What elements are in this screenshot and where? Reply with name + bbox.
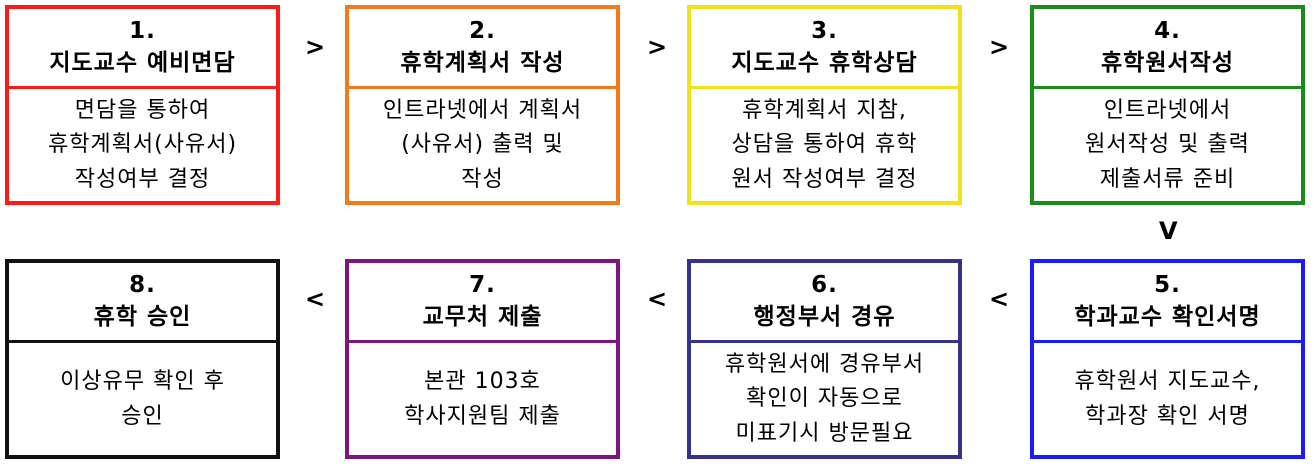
description-line: 확인이 자동으로 (746, 386, 903, 412)
description-line: (사유서) 출력 및 (401, 132, 564, 158)
description-line: 면담을 통하여 (74, 98, 211, 124)
step-7-header: 7. 교무처 제출 (349, 263, 616, 343)
step-number: 7. (469, 272, 496, 299)
step-number: 5. (1154, 272, 1181, 299)
description-line: 휴학계획서(사유서) (47, 132, 238, 158)
step-1: 1. 지도교수 예비면담 면담을 통하여 휴학계획서(사유서) 작성여부 결정 (5, 5, 280, 205)
description-line: 휴학계획서 지참, (742, 98, 907, 124)
description-line: 승인 (121, 403, 164, 429)
arrow-right: > (647, 33, 668, 61)
step-5: 5. 학과교수 확인서명 휴학원서 지도교수, 학과장 확인 서명 (1030, 259, 1305, 459)
step-number: 6. (811, 272, 838, 299)
step-title: 지도교수 휴학상담 (731, 49, 918, 76)
step-5-header: 5. 학과교수 확인서명 (1034, 263, 1301, 343)
step-number: 8. (129, 272, 156, 299)
arrow-right: > (989, 33, 1010, 61)
step-description: 면담을 통하여 휴학계획서(사유서) 작성여부 결정 (9, 89, 276, 202)
step-6-header: 6. 행정부서 경유 (691, 263, 958, 343)
step-3: 3. 지도교수 휴학상담 휴학계획서 지참, 상담을 통하여 휴학 원서 작성여… (687, 5, 962, 205)
step-title: 행정부서 경유 (753, 303, 896, 330)
step-2-header: 2. 휴학계획서 작성 (349, 9, 616, 89)
step-description: 휴학원서 지도교수, 학과장 확인 서명 (1034, 343, 1301, 456)
arrow-down: V (1159, 217, 1178, 245)
step-7: 7. 교무처 제출 본관 103호 학사지원팀 제출 (345, 259, 620, 459)
step-title: 휴학원서작성 (1101, 49, 1234, 76)
step-8-header: 8. 휴학 승인 (9, 263, 276, 343)
description-line: 학사지원팀 제출 (404, 403, 561, 429)
description-line: 휴학원서에 경유부서 (724, 352, 925, 378)
step-description: 본관 103호 학사지원팀 제출 (349, 343, 616, 456)
description-line: 제출서류 준비 (1099, 166, 1236, 192)
step-6: 6. 행정부서 경유 휴학원서에 경유부서 확인이 자동으로 미표기시 방문필요 (687, 259, 962, 459)
step-number: 4. (1154, 18, 1181, 45)
description-line: 학과장 확인 서명 (1085, 403, 1250, 429)
description-line: 작성 (461, 166, 504, 192)
arrow-left: < (305, 285, 326, 313)
description-line: 작성여부 결정 (74, 166, 211, 192)
step-description: 이상유무 확인 후 승인 (9, 343, 276, 456)
step-number: 3. (811, 18, 838, 45)
step-description: 휴학계획서 지참, 상담을 통하여 휴학 원서 작성여부 결정 (691, 89, 958, 202)
description-line: 본관 103호 (424, 369, 541, 395)
step-8: 8. 휴학 승인 이상유무 확인 후 승인 (5, 259, 280, 459)
step-4-header: 4. 휴학원서작성 (1034, 9, 1301, 89)
step-title: 휴학계획서 작성 (400, 49, 565, 76)
step-number: 1. (129, 18, 156, 45)
step-description: 휴학원서에 경유부서 확인이 자동으로 미표기시 방문필요 (691, 343, 958, 456)
description-line: 미표기시 방문필요 (735, 420, 914, 446)
step-description: 인트라넷에서 계획서 (사유서) 출력 및 작성 (349, 89, 616, 202)
description-line: 원서 작성여부 결정 (731, 166, 918, 192)
step-title: 지도교수 예비면담 (49, 49, 236, 76)
step-1-header: 1. 지도교수 예비면담 (9, 9, 276, 89)
step-number: 2. (469, 18, 496, 45)
description-line: 인트라넷에서 계획서 (382, 98, 583, 124)
step-3-header: 3. 지도교수 휴학상담 (691, 9, 958, 89)
description-line: 휴학원서 지도교수, (1074, 369, 1261, 395)
step-2: 2. 휴학계획서 작성 인트라넷에서 계획서 (사유서) 출력 및 작성 (345, 5, 620, 205)
description-line: 인트라넷에서 (1103, 98, 1232, 124)
description-line: 원서작성 및 출력 (1085, 132, 1250, 158)
step-title: 휴학 승인 (93, 303, 192, 330)
arrow-right: > (305, 33, 326, 61)
step-description: 인트라넷에서 원서작성 및 출력 제출서류 준비 (1034, 89, 1301, 202)
arrow-left: < (989, 285, 1010, 313)
step-title: 학과교수 확인서명 (1074, 303, 1261, 330)
arrow-left: < (647, 285, 668, 313)
description-line: 상담을 통하여 휴학 (731, 132, 918, 158)
description-line: 이상유무 확인 후 (60, 369, 225, 395)
step-4: 4. 휴학원서작성 인트라넷에서 원서작성 및 출력 제출서류 준비 (1030, 5, 1305, 205)
step-title: 교무처 제출 (422, 303, 543, 330)
